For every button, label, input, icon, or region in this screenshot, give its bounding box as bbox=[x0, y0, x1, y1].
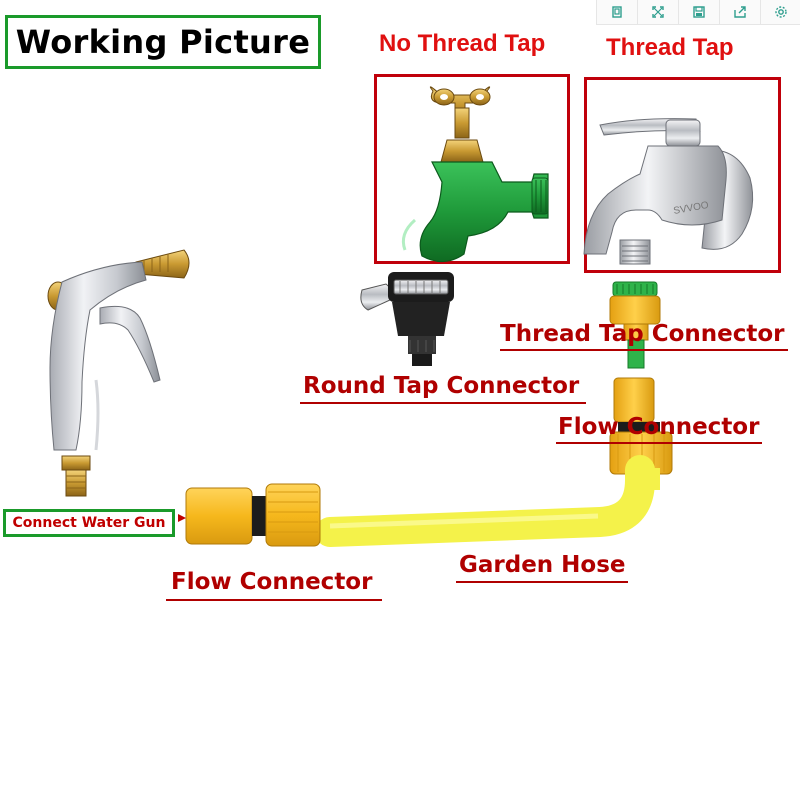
thread-tap-connector-underline bbox=[500, 349, 788, 351]
flow-connector-left-label: Flow Connector bbox=[171, 569, 373, 595]
thread-tap-image: SVVOO bbox=[583, 118, 754, 265]
share-button[interactable] bbox=[720, 0, 761, 24]
no-thread-tap-label: No Thread Tap bbox=[379, 30, 546, 57]
settings-icon bbox=[775, 6, 787, 18]
image-toolbar bbox=[596, 0, 800, 25]
share-icon bbox=[734, 6, 746, 18]
connect-water-gun-text: Connect Water Gun bbox=[12, 515, 166, 531]
no-thread-tap-image bbox=[401, 86, 549, 263]
garden-hose bbox=[315, 455, 655, 547]
thread-tap-connector-image bbox=[609, 281, 661, 369]
flow-connector-right-label: Flow Connector bbox=[558, 414, 760, 440]
save-icon bbox=[693, 6, 705, 18]
arrow-to-connector bbox=[178, 514, 186, 522]
connect-water-gun-label: Connect Water Gun bbox=[3, 509, 175, 537]
page-title: Working Picture bbox=[5, 15, 321, 69]
settings-button[interactable] bbox=[761, 0, 800, 24]
thread-tap-label: Thread Tap bbox=[606, 34, 734, 61]
left-flow-connector-image bbox=[185, 483, 321, 547]
flow-connector-left-underline bbox=[166, 599, 382, 601]
round-tap-connector-underline bbox=[300, 402, 586, 404]
round-tap-connector-label: Round Tap Connector bbox=[303, 373, 580, 399]
garden-hose-label: Garden Hose bbox=[459, 552, 626, 578]
fullscreen-button[interactable] bbox=[638, 0, 679, 24]
copy-button[interactable] bbox=[597, 0, 638, 24]
thread-tap-connector-label: Thread Tap Connector bbox=[500, 321, 785, 347]
copy-icon bbox=[612, 6, 622, 18]
fullscreen-icon bbox=[652, 6, 664, 18]
round-tap-connector-image bbox=[360, 272, 454, 366]
garden-hose-underline bbox=[456, 581, 628, 583]
save-button[interactable] bbox=[679, 0, 720, 24]
flow-connector-right-underline bbox=[556, 442, 762, 444]
water-gun-image bbox=[47, 249, 190, 497]
